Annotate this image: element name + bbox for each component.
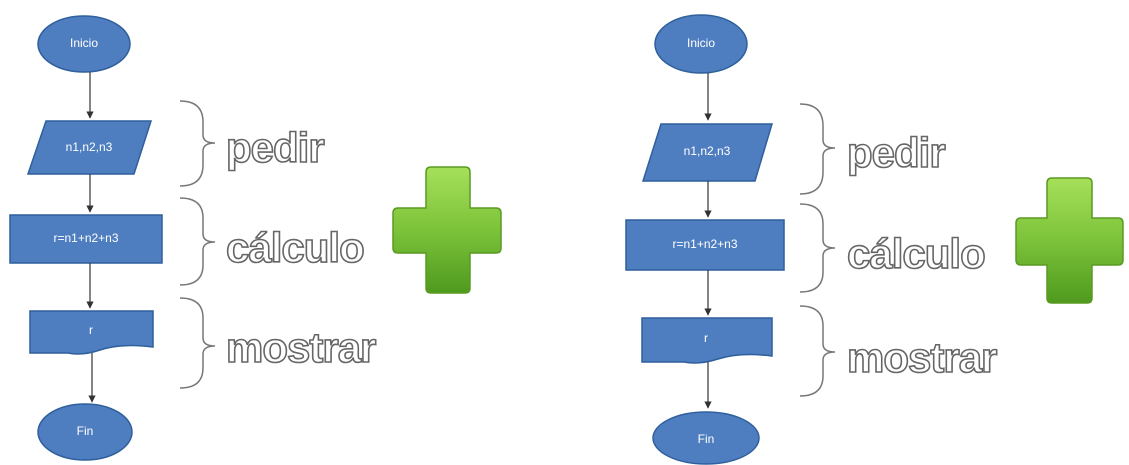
start-label: Inicio <box>687 36 715 50</box>
end-terminal <box>37 403 133 461</box>
output-document <box>29 310 154 355</box>
output-label: r <box>704 331 708 345</box>
end-label: Fin <box>698 432 715 446</box>
step-calculo: cálculo <box>226 224 364 271</box>
start-label: Inicio <box>70 36 98 50</box>
flowchart-2: Inicio n1,n2,n3 r=n1+n2+n3 r Fin pedir c… <box>625 14 999 465</box>
input-label: n1,n2,n3 <box>684 144 731 158</box>
end-terminal <box>652 411 760 465</box>
brace-mostrar <box>799 305 836 397</box>
process-label: r=n1+n2+n3 <box>672 237 737 251</box>
process-label: r=n1+n2+n3 <box>53 231 118 245</box>
plus-icon <box>392 166 502 294</box>
input-parallelogram <box>641 123 774 182</box>
process-box <box>9 214 163 264</box>
brace-pedir <box>799 103 836 195</box>
step-pedir: pedir <box>847 129 945 176</box>
input-label: n1,n2,n3 <box>66 140 113 154</box>
start-terminal <box>37 15 131 73</box>
brace-mostrar <box>179 297 216 389</box>
step-pedir: pedir <box>226 124 324 171</box>
flowchart-1: Inicio n1,n2,n3 r=n1+n2+n3 r Fin pedir c… <box>9 15 378 461</box>
output-document <box>641 317 773 364</box>
end-label: Fin <box>77 424 94 438</box>
process-box <box>625 219 785 271</box>
output-label: r <box>89 323 93 337</box>
brace-calculo <box>799 203 836 293</box>
brace-pedir <box>179 100 216 187</box>
input-parallelogram <box>26 120 153 175</box>
start-terminal <box>654 14 748 74</box>
step-calculo: cálculo <box>847 230 985 277</box>
step-mostrar: mostrar <box>226 324 376 371</box>
brace-calculo <box>179 197 216 286</box>
step-mostrar: mostrar <box>847 334 997 381</box>
plus-icon <box>1015 177 1124 304</box>
